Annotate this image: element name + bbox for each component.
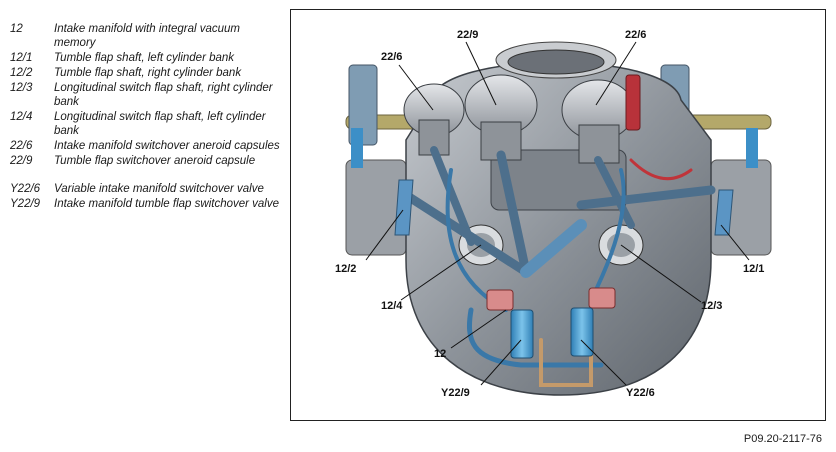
aneroid-capsules bbox=[403, 74, 641, 164]
legend: 12 Intake manifold with integral vacuum m… bbox=[10, 22, 280, 212]
legend-code: Y22/9 bbox=[10, 198, 41, 210]
callout-12-3: 12/3 bbox=[701, 300, 722, 312]
legend-text: Longitudinal switch flap shaft, right cy… bbox=[54, 82, 273, 108]
callout-lines bbox=[365, 41, 750, 386]
shaft-levers bbox=[394, 179, 734, 236]
legend-code: 12/1 bbox=[10, 52, 33, 64]
legend-text: Intake manifold with integral vacuum mem… bbox=[54, 23, 241, 49]
legend-text: Tumble flap shaft, left cylinder bank bbox=[54, 52, 235, 64]
engine-figure: 22/6 22/9 22/6 12/2 12/1 12/4 12/3 12 Y2… bbox=[290, 9, 826, 421]
legend-row: 12/4 Longitudinal switch flap shaft, left… bbox=[10, 110, 280, 138]
callout-y22-9: Y22/9 bbox=[441, 387, 470, 399]
legend-code: 12/4 bbox=[10, 111, 33, 123]
legend-row: 12 Intake manifold with integral vacuum m… bbox=[10, 22, 280, 50]
legend-text: Tumble flap switchover aneroid capsule bbox=[54, 155, 256, 167]
engine-illustration: 22/6 22/9 22/6 12/2 12/1 12/4 12/3 12 Y2… bbox=[335, 29, 772, 399]
figure-reference-code: P09.20-2117-76 bbox=[743, 433, 822, 445]
vacuum-hoses bbox=[445, 158, 693, 387]
legend-code: 12/2 bbox=[10, 67, 33, 79]
legend-text: Variable intake manifold switchover valv… bbox=[54, 183, 264, 195]
legend-text: Intake manifold tumble flap switchover v… bbox=[54, 198, 279, 210]
legend-row: Y22/6 Variable intake manifold switchover… bbox=[10, 182, 280, 196]
callout-y22-6: Y22/6 bbox=[626, 387, 655, 399]
legend-code: 12 bbox=[10, 23, 23, 35]
callout-12-1: 12/1 bbox=[743, 263, 764, 275]
legend-text: Longitudinal switch flap shaft, left cyl… bbox=[54, 111, 266, 137]
legend-text: Intake manifold switchover aneroid capsu… bbox=[54, 140, 280, 152]
legend-code: 22/6 bbox=[10, 140, 33, 152]
callout-12-2: 12/2 bbox=[335, 263, 356, 275]
legend-row: Y22/9 Intake manifold tumble flap switcho… bbox=[10, 197, 280, 211]
callout-22-9: 22/9 bbox=[457, 29, 478, 41]
legend-row: 22/9 Tumble flap switchover aneroid capsu… bbox=[10, 154, 280, 168]
legend-row: 12/1 Tumble flap shaft, left cylinder ban… bbox=[10, 51, 280, 65]
callout-12: 12 bbox=[434, 348, 446, 360]
legend-text: Tumble flap shaft, right cylinder bank bbox=[54, 67, 242, 79]
legend-code: 12/3 bbox=[10, 82, 33, 94]
legend-row: 22/6 Intake manifold switchover aneroid c… bbox=[10, 139, 280, 153]
callout-12-4: 12/4 bbox=[381, 300, 403, 312]
callout-22-6-right: 22/6 bbox=[625, 29, 646, 41]
legend-row: 12/3 Longitudinal switch flap shaft, righ… bbox=[10, 81, 280, 109]
callout-22-6-left: 22/6 bbox=[381, 51, 402, 63]
legend-row: 12/2 Tumble flap shaft, right cylinder ba… bbox=[10, 66, 280, 80]
linkage-rods bbox=[401, 146, 716, 278]
legend-code: Y22/6 bbox=[10, 183, 41, 195]
legend-code: 22/9 bbox=[10, 155, 33, 167]
callout-labels: 22/6 22/9 22/6 12/2 12/1 12/4 12/3 12 Y2… bbox=[335, 29, 764, 399]
switchover-valves bbox=[486, 287, 616, 359]
